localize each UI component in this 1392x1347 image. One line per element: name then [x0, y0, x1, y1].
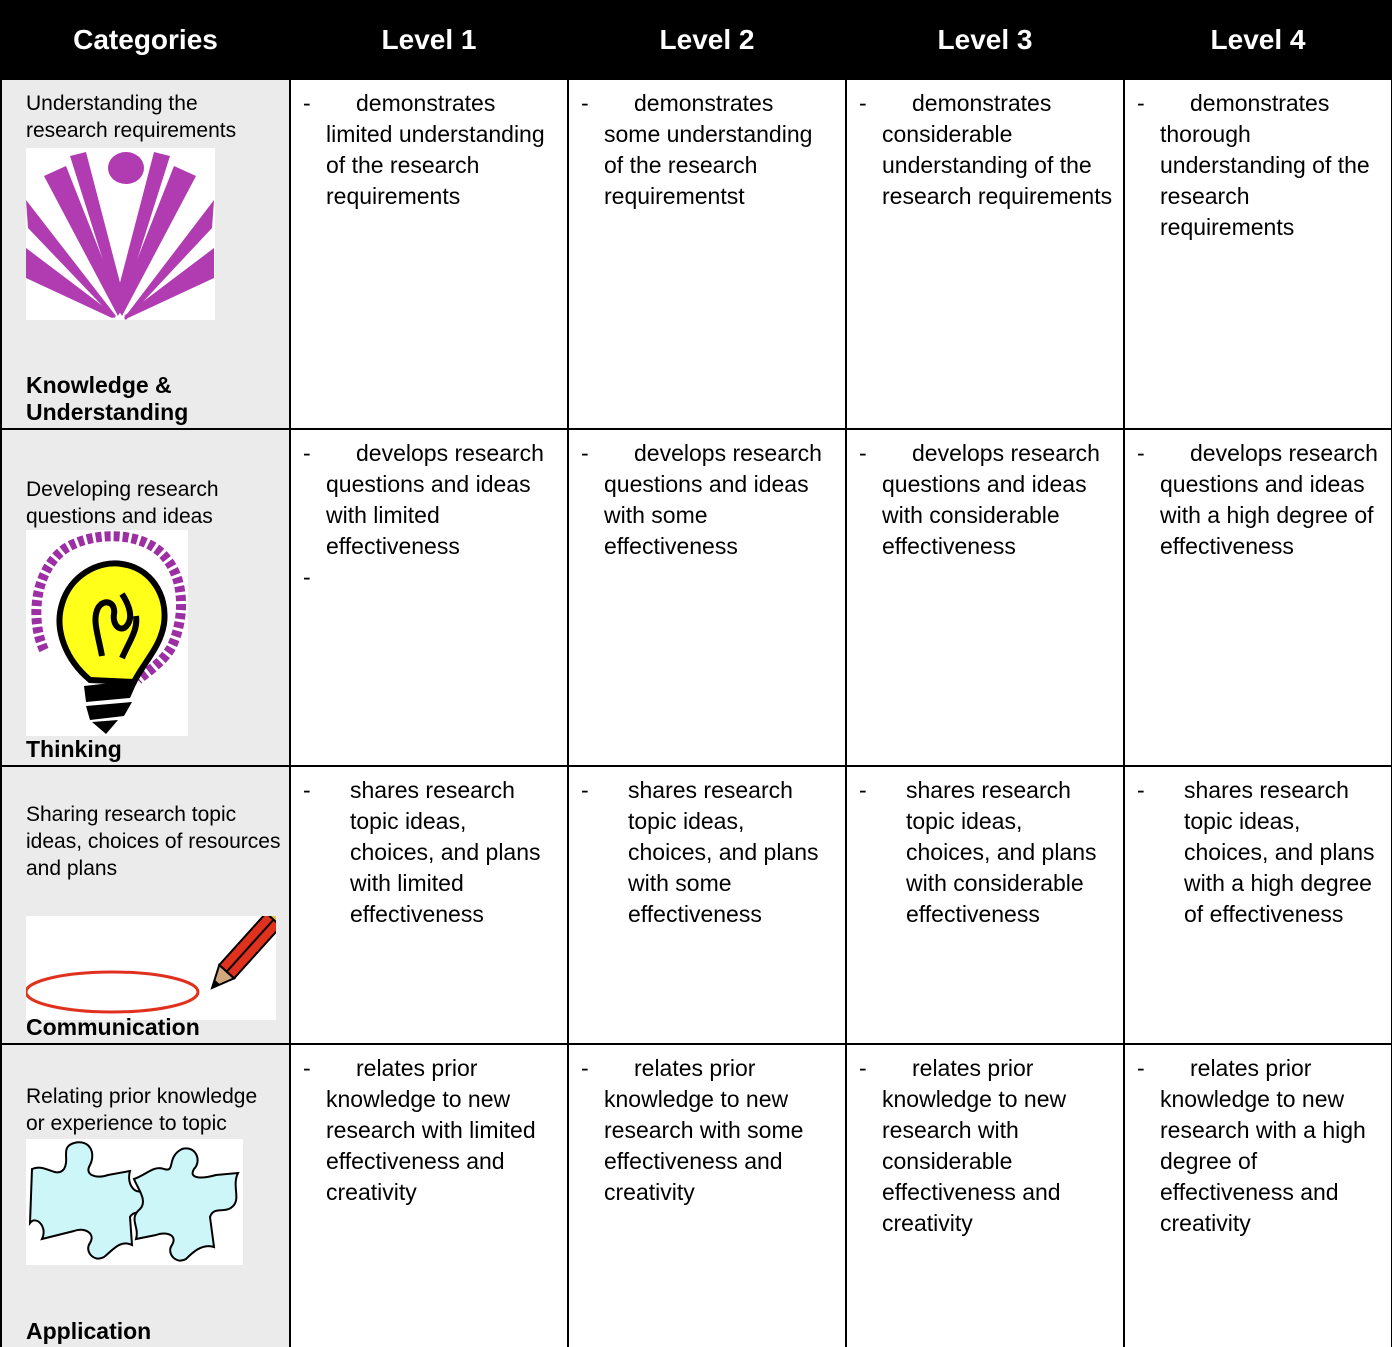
level-3-cell: -develops research questions and ideas w… [845, 428, 1125, 767]
level-3-cell: -relates prior knowledge to new research… [845, 1043, 1125, 1347]
bullet-dash: - [303, 440, 311, 466]
bullet-dash: - [581, 777, 589, 803]
bullet-dash: - [303, 1055, 311, 1081]
bullet-dash: - [581, 1055, 589, 1081]
bullet-dash: - [859, 777, 867, 803]
level-2-cell: -develops research questions and ideas w… [567, 428, 847, 767]
level-description: shares research topic ideas, choices, an… [906, 777, 1097, 927]
bullet-dash: - [859, 440, 867, 466]
level-description: shares research topic ideas, choices, an… [1184, 777, 1375, 927]
header-categories: Categories [0, 0, 291, 80]
level-1-cell: -relates prior knowledge to new research… [289, 1043, 569, 1347]
header-level-3: Level 3 [845, 0, 1125, 80]
category-description: Relating prior knowledge or experience t… [26, 1085, 258, 1135]
level-description: demonstrates some understanding of the r… [604, 90, 813, 209]
bullet-dash: - [1137, 90, 1145, 116]
level-description: shares research topic ideas, choices, an… [350, 777, 541, 927]
level-description: develops research questions and ideas wi… [882, 440, 1100, 559]
bullet-dash: - [1137, 1055, 1145, 1081]
category-description: Sharing research topic ideas, choices of… [26, 803, 281, 880]
pencil-circle-icon [26, 916, 276, 1020]
header-row: Categories Level 1 Level 2 Level 3 Level… [0, 0, 1392, 80]
level-4-cell: - shares research topic ideas, choices, a… [1123, 765, 1392, 1045]
header-level-4: Level 4 [1123, 0, 1392, 80]
puzzle-pieces-icon [26, 1139, 243, 1265]
level-2-cell: - shares research topic ideas, choices, a… [567, 765, 847, 1045]
bullet-dash: - [1137, 777, 1145, 803]
level-3-cell: - shares research topic ideas, choices, a… [845, 765, 1125, 1045]
table-row: Relating prior knowledge or experience t… [0, 1043, 1392, 1347]
category-name: Application [26, 1318, 152, 1344]
bullet-dash: - [859, 1055, 867, 1081]
header-level-2: Level 2 [567, 0, 847, 80]
level-description: relates prior knowledge to new research … [604, 1055, 804, 1205]
level-2-cell: -relates prior knowledge to new research… [567, 1043, 847, 1347]
level-description: relates prior knowledge to new research … [1160, 1055, 1366, 1236]
level-description: develops research questions and ideas wi… [1160, 440, 1378, 559]
bullet-dash: - [1137, 440, 1145, 466]
level-description: demonstrates limited understanding of th… [326, 90, 545, 209]
lightbulb-icon [26, 530, 188, 736]
level-description: relates prior knowledge to new research … [882, 1055, 1067, 1236]
level-2-cell: -demonstrates some understanding of the … [567, 78, 847, 430]
table-row: Understanding the research requirements [0, 78, 1392, 430]
level-3-cell: -demonstrates considerable understanding… [845, 78, 1125, 430]
category-name: Thinking [26, 736, 122, 762]
bullet-dash: - [581, 90, 589, 116]
level-description: relates prior knowledge to new research … [326, 1055, 536, 1205]
category-name: Knowledge & Understanding [26, 372, 189, 425]
bullet-dash: - [303, 90, 311, 116]
level-description: demonstrates thorough understanding of t… [1160, 90, 1370, 240]
level-4-cell: -demonstrates thorough understanding of … [1123, 78, 1392, 430]
level-1-cell: -develops research questions and ideas w… [289, 428, 569, 767]
level-description: develops research questions and ideas wi… [604, 440, 822, 559]
category-cell: Developing research questions and ideas … [0, 428, 291, 767]
category-cell: Understanding the research requirements [0, 78, 291, 430]
table-row: Developing research questions and ideas … [0, 428, 1392, 767]
level-description: shares research topic ideas, choices, an… [628, 777, 819, 927]
bullet-dash: - [859, 90, 867, 116]
table-row: Sharing research topic ideas, choices of… [0, 765, 1392, 1045]
category-name: Communication [26, 1014, 200, 1040]
category-description: Developing research questions and ideas [26, 478, 219, 528]
category-description: Understanding the research requirements [26, 92, 237, 142]
header-level-1: Level 1 [289, 0, 569, 80]
level-description: demonstrates considerable understanding … [882, 90, 1113, 209]
level-1-cell: - shares research topic ideas, choices, a… [289, 765, 569, 1045]
open-book-person-icon [26, 148, 215, 320]
level-description: develops research questions and ideas wi… [326, 440, 544, 559]
category-cell: Relating prior knowledge or experience t… [0, 1043, 291, 1347]
bullet-dash: - [303, 777, 311, 803]
category-cell: Sharing research topic ideas, choices of… [0, 765, 291, 1045]
level-4-cell: -develops research questions and ideas w… [1123, 428, 1392, 767]
empty-bullet-dash: - [303, 564, 311, 590]
level-1-cell: -demonstrates limited understanding of t… [289, 78, 569, 430]
bullet-dash: - [581, 440, 589, 466]
level-4-cell: -relates prior knowledge to new research… [1123, 1043, 1392, 1347]
